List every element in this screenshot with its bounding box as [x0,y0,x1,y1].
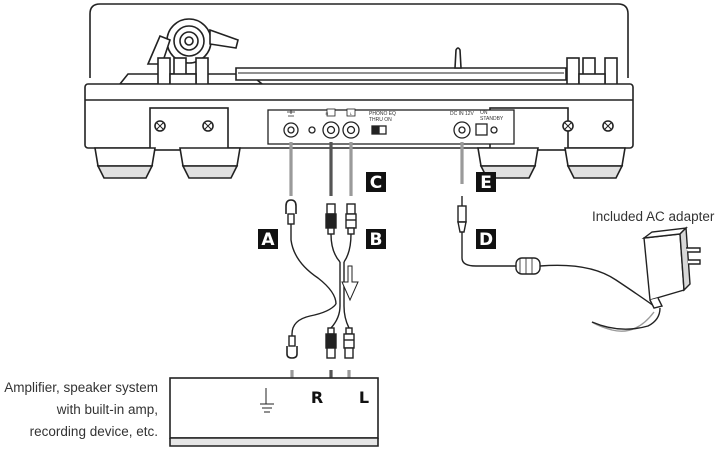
amplifier-body [169,377,379,439]
badge-d: D [476,229,496,250]
adapter-caption: Included AC adapter [592,209,715,224]
rca-plug-bottom-l [343,327,355,359]
svg-text:E: E [480,173,492,193]
rca-plug-top-l [345,203,357,235]
amplifier [169,377,379,447]
amplifier-caption-line-1: Amplifier, speaker system [4,380,158,395]
svg-text:D: D [479,230,493,250]
jack-l-label: L [350,111,353,116]
turntable [84,3,634,179]
adapter-body [643,233,685,301]
panel-controls [283,108,498,139]
amp-terminal-r: R [311,388,323,407]
feet [94,147,626,179]
dc-in-label: DC IN 12V [450,111,475,117]
badge-e: E [476,172,496,193]
ground-lug-top [285,199,297,214]
power-standby-label: STANDBY [480,116,504,122]
power-switch [475,123,488,136]
svg-text:B: B [370,230,383,250]
ac-adapter [457,196,701,332]
svg-text:C: C [370,173,382,193]
rca-plug-top-r [325,203,337,235]
amp-terminal-l: L [359,388,369,407]
rca-jack-l [342,108,360,139]
dust-cover [89,3,629,78]
power-on-label: ON [480,110,488,116]
audio-cable [285,199,357,359]
jack-r-label: R [326,111,329,116]
ground-lug-bottom [286,346,298,359]
panel-labels: R L PHONO EQ THRU ON DC IN 12V ON STANDB… [326,110,504,123]
rear-connector-panel [267,109,515,145]
badge-b: B [366,229,386,250]
badge-a: A [258,229,278,250]
thru-on-label: THRU ON [369,117,392,123]
amp-ground-symbol-icon [260,388,274,413]
svg-text:A: A [261,230,275,250]
rca-jack-r [322,108,340,139]
ground-terminal [283,110,299,138]
panel-screw [308,126,316,134]
badge-c: C [366,172,386,193]
phono-eq-switch [371,125,387,135]
rca-plug-bottom-r [325,327,337,359]
amplifier-caption-line-2: with built-in amp, [56,402,158,417]
amplifier-caption-line-3: recording device, etc. [30,424,158,439]
signal-direction-arrow-icon [341,265,359,302]
dc-in-jack [453,121,471,139]
phono-eq-label: PHONO EQ [369,111,396,117]
